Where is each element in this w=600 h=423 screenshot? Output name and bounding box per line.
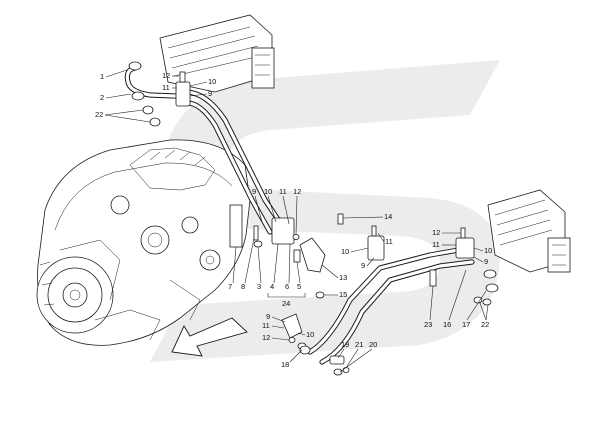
- callout-22: 22: [95, 110, 103, 119]
- callout-7: 7: [228, 282, 232, 291]
- callout-12: 12: [162, 71, 170, 80]
- callouts-mid-right: 10 11 9: [341, 232, 393, 270]
- callout-14: 14: [384, 212, 392, 221]
- callouts-lower: 9 11 10 12 18 19 21 20: [262, 312, 377, 373]
- direction-arrow-icon: [171, 317, 248, 357]
- callout-3: 3: [257, 282, 261, 291]
- callout-24: 24: [282, 299, 290, 308]
- callout-2: 2: [100, 93, 104, 102]
- callout-12-lower: 12: [262, 333, 270, 342]
- callout-9-center: 9: [252, 187, 256, 196]
- callout-23: 23: [424, 320, 432, 329]
- callout-11: 11: [162, 83, 170, 92]
- upper-oil-cooler: [159, 14, 275, 93]
- callouts-upper-left: 1 2 22 12 11 10 9: [95, 69, 216, 123]
- callout-15: 15: [339, 290, 347, 299]
- callout-10-lower: 10: [306, 330, 314, 339]
- callout-10-center: 10: [264, 187, 272, 196]
- callout-10-right: 10: [484, 246, 492, 255]
- callout-6: 6: [285, 282, 289, 291]
- callout-20: 20: [369, 340, 377, 349]
- callout-11-center: 11: [279, 187, 287, 196]
- callout-9-lower: 9: [266, 312, 270, 321]
- callout-16: 16: [443, 320, 451, 329]
- callouts-center: 9 10 11 12 7 8 3 4 6 5 24 13 15 14: [228, 187, 392, 308]
- callout-22-right: 22: [481, 320, 489, 329]
- callout-11-right: 11: [432, 240, 440, 249]
- callout-21: 21: [355, 340, 363, 349]
- gearbox-housing: [36, 139, 251, 346]
- callout-18: 18: [281, 360, 289, 369]
- callout-12-center: 12: [293, 187, 301, 196]
- watermark-logo: [150, 60, 500, 362]
- callout-9: 9: [208, 89, 212, 98]
- callout-4: 4: [270, 282, 274, 291]
- callout-10-mid: 10: [341, 247, 349, 256]
- callout-11-lower: 11: [262, 321, 270, 330]
- callouts-right: 12 11 10 9 23 16 17 22: [424, 228, 492, 329]
- callout-1: 1: [100, 72, 104, 81]
- callout-9-mid: 9: [361, 261, 365, 270]
- callout-19: 19: [341, 340, 349, 349]
- callout-13: 13: [339, 273, 347, 282]
- callout-12-right: 12: [432, 228, 440, 237]
- callout-10: 10: [208, 77, 216, 86]
- callout-11-mid: 11: [385, 237, 393, 246]
- callout-17: 17: [462, 320, 470, 329]
- callout-5: 5: [297, 282, 301, 291]
- right-oil-cooler: [487, 189, 571, 273]
- fittings-and-brackets: [128, 61, 499, 376]
- callout-8: 8: [241, 282, 245, 291]
- callout-9-right: 9: [484, 257, 488, 266]
